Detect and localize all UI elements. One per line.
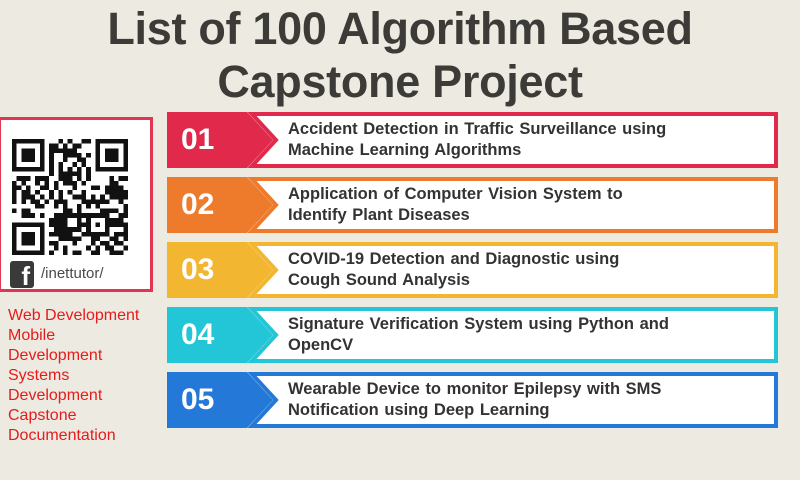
chevron-tag-icon	[167, 112, 778, 168]
qr-code-icon	[12, 139, 128, 255]
project-title-line-2: Identify Plant Diseases	[288, 206, 470, 224]
service-item: Documentation	[8, 427, 116, 444]
service-item: Web Development	[8, 307, 140, 324]
project-item: 02 Application of Computer Vision System…	[167, 177, 779, 233]
project-number: 04	[181, 318, 215, 351]
project-title: Application of Computer Vision System to…	[288, 184, 758, 226]
services-list: Web Development Mobile Development Syste…	[8, 306, 139, 446]
project-title: COVID-19 Detection and Diagnostic using …	[288, 249, 758, 291]
service-item: Systems	[8, 367, 70, 384]
qr-panel: f /inettutor/	[0, 117, 153, 292]
chevron-tag-icon	[167, 242, 778, 298]
project-title-line-2: Cough Sound Analysis	[288, 271, 470, 289]
service-item: Development	[8, 347, 103, 364]
project-number: 05	[181, 383, 215, 416]
project-number: 01	[181, 123, 215, 156]
project-title: Signature Verification System using Pyth…	[288, 314, 758, 356]
project-title-line-2: OpenCV	[288, 336, 354, 354]
chevron-tag-icon	[167, 177, 778, 233]
project-item: 03 COVID-19 Detection and Diagnostic usi…	[167, 242, 779, 298]
project-title-line-1: COVID-19 Detection and Diagnostic using	[288, 250, 620, 268]
facebook-handle[interactable]: /inettutor/	[41, 265, 104, 282]
facebook-icon[interactable]: f	[10, 261, 34, 288]
chevron-tag-icon	[167, 372, 778, 428]
project-title-line-2: Notification using Deep Learning	[288, 401, 550, 419]
project-title-line-1: Application of Computer Vision System to	[288, 185, 623, 203]
project-title-line-1: Wearable Device to monitor Epilepsy with…	[288, 380, 662, 398]
page-title-line-1: List of 100 Algorithm Based	[107, 3, 693, 54]
service-item: Mobile	[8, 327, 56, 344]
project-title: Accident Detection in Traffic Surveillan…	[288, 119, 758, 161]
project-number: 02	[181, 188, 215, 221]
service-item: Capstone	[8, 407, 77, 424]
page-title-line-2: Capstone Project	[217, 56, 583, 107]
service-item: Development	[8, 387, 103, 404]
project-title-line-1: Accident Detection in Traffic Surveillan…	[288, 120, 667, 138]
project-item: 01 Accident Detection in Traffic Surveil…	[167, 112, 779, 168]
chevron-tag-icon	[167, 307, 778, 363]
project-item: 04 Signature Verification System using P…	[167, 307, 779, 363]
project-number: 03	[181, 253, 215, 286]
project-title: Wearable Device to monitor Epilepsy with…	[288, 379, 758, 421]
project-title-line-1: Signature Verification System using Pyth…	[288, 315, 669, 333]
project-item: 05 Wearable Device to monitor Epilepsy w…	[167, 372, 779, 428]
project-title-line-2: Machine Learning Algorithms	[288, 141, 522, 159]
